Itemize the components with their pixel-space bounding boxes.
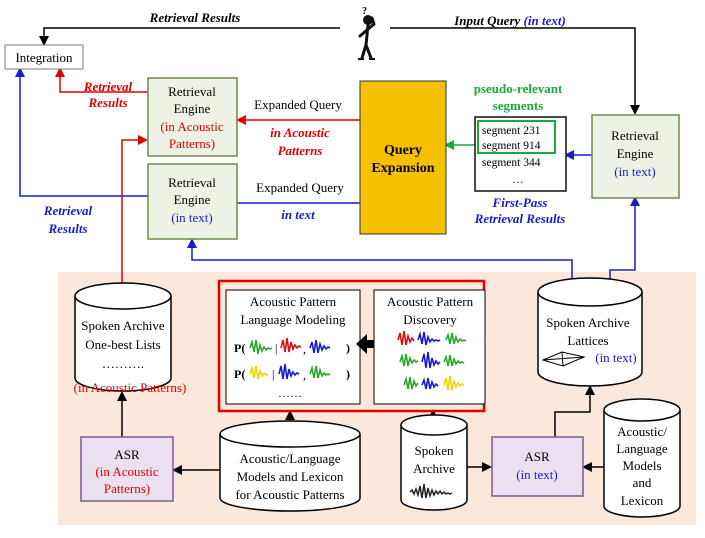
retrieval-engine-text-left-box: [147, 163, 238, 240]
engine-acoustic-line2: Engine: [174, 101, 211, 116]
connectors: [15, 27, 640, 475]
first-pass-line2: Retrieval Results: [474, 211, 566, 226]
expanded-query-acoustic-sub1: in Acoustic: [270, 125, 330, 140]
asr-acoustic-line1: ASR: [114, 447, 140, 462]
first-pass-line1: First-Pass: [492, 195, 548, 210]
models-lexicon-text-cylinder: [603, 398, 681, 518]
models-text-line1: Acoustic/: [617, 424, 667, 439]
engine-text-right-line1: Retrieval: [611, 128, 659, 143]
engine-text-right-line2: Engine: [617, 146, 654, 161]
onebest-archive-cylinder: [74, 282, 172, 392]
red-retrieval-results-label-1: Retrieval: [83, 79, 133, 94]
segment-ellipsis: …: [512, 174, 524, 186]
expanded-query-text-sub: in text: [281, 207, 315, 222]
discovery-waveforms: [397, 330, 467, 391]
svg-text:|: |: [272, 367, 274, 381]
pseudo-relevant-line1: pseudo-relevant: [474, 81, 563, 96]
asr-acoustic-box: [80, 436, 174, 502]
expanded-query-acoustic-sub2: Patterns: [278, 143, 323, 158]
models-lexicon-acoustic-cylinder: [219, 420, 361, 512]
audio-waveform-icon: [409, 483, 453, 499]
engine-acoustic-line3: (in Acoustic: [160, 119, 223, 134]
models-text-line4: and: [633, 475, 652, 490]
lattice-graph-icon: [541, 351, 586, 367]
engine-text-left-line3: (in text): [171, 210, 213, 225]
svg-text:P(: P(: [234, 367, 245, 381]
spoken-archive-line1: Spoken: [415, 443, 455, 458]
onebest-line4: (in Acoustic Patterns): [74, 380, 187, 395]
asr-acoustic-line3: Patterns): [104, 481, 150, 496]
models-acoustic-line1: Acoustic/Language: [239, 451, 340, 466]
query-expansion-box: [359, 80, 447, 235]
spoken-archive-cylinder: [400, 414, 468, 511]
retrieval-engine-text-right-box: [591, 114, 680, 199]
arrow-onebest-to-acoustic-engine: [121, 135, 148, 296]
asr-text-line1: ASR: [524, 449, 550, 464]
discovery-to-lm-arrow: [356, 334, 376, 354]
retrieval-engine-acoustic-box: [147, 77, 238, 157]
engine-text-left-line1: Retrieval: [168, 175, 216, 190]
engine-text-right-line3: (in text): [614, 164, 656, 179]
models-acoustic-line3: for Acoustic Patterns: [235, 487, 344, 502]
red-retrieval-results-label-2: Results: [87, 95, 127, 110]
lm-line2: Language Modeling: [240, 312, 346, 327]
lm-line1: Acoustic Pattern: [250, 294, 337, 309]
engine-text-left-line2: Engine: [174, 192, 211, 207]
asr-text-line2: (in text): [516, 467, 558, 482]
segments-highlight: [477, 120, 556, 154]
lm-formula-2: P( | , ): [234, 363, 350, 382]
pseudo-relevant-line2: segments: [493, 98, 544, 113]
arrow-text-engine-to-integration: [15, 67, 148, 197]
svg-text:): ): [346, 367, 350, 381]
query-expansion-line2: Expansion: [371, 161, 434, 176]
svg-text:?: ?: [362, 6, 367, 17]
query-expansion-line1: Query: [384, 143, 422, 158]
blue-retrieval-results-label-2: Results: [47, 221, 87, 236]
discovery-line1: Acoustic Pattern: [387, 294, 474, 309]
arrow-acoustic-engine-to-integration: [55, 67, 148, 93]
expanded-query-text-label: Expanded Query: [256, 180, 344, 195]
engine-acoustic-line4: Patterns): [169, 136, 215, 151]
lm-dots: ……: [278, 386, 302, 400]
onebest-line3: ……….: [102, 356, 144, 371]
svg-text:P(: P(: [234, 341, 245, 355]
retrieval-results-top-label: Retrieval Results: [149, 10, 241, 25]
lattices-line2: Lattices: [567, 333, 608, 348]
lattices-line1: Spoken Archive: [546, 315, 630, 330]
engine-acoustic-line1: Retrieval: [168, 84, 216, 99]
spoken-archive-line2: Archive: [413, 461, 455, 476]
onebest-line2: One-best Lists: [85, 337, 160, 352]
lattices-archive-cylinder: [537, 277, 643, 387]
segment-item: segment 344: [482, 157, 541, 169]
arrow-query-to-engine: [390, 27, 640, 115]
integration-box: [4, 44, 84, 70]
asr-text-box: [491, 436, 584, 497]
thinking-person-icon: ?: [358, 6, 376, 60]
svg-text:|: |: [275, 341, 277, 355]
arrow-figure-to-integration: [39, 27, 340, 46]
svg-text:,: ,: [303, 368, 306, 382]
arrow-lattices-to-left-engine: [187, 238, 573, 292]
lm-formula-1: P( | , ): [234, 337, 350, 356]
blue-retrieval-results-label-1: Retrieval: [43, 203, 93, 218]
segment-item: segment 914: [482, 140, 541, 152]
onebest-line1: Spoken Archive: [81, 318, 165, 333]
expanded-query-acoustic-label: Expanded Query: [254, 97, 342, 112]
input-query-label: Input Query (in text): [453, 13, 566, 28]
svg-text:,: ,: [303, 342, 306, 356]
models-text-line5: Lexicon: [621, 493, 664, 508]
asr-acoustic-line2: (in Acoustic: [95, 464, 158, 479]
integration-label: Integration: [15, 50, 73, 65]
svg-text:): ): [346, 341, 350, 355]
lattices-line3: (in text): [595, 350, 637, 365]
models-text-line3: Models: [623, 458, 662, 473]
segment-item: segment 231: [482, 125, 541, 137]
arrow-asr-to-lattices: [554, 385, 595, 437]
discovery-line2: Discovery: [403, 312, 457, 327]
models-acoustic-line2: Models and Lexicon: [237, 469, 344, 484]
models-text-line2: Language: [616, 441, 667, 456]
